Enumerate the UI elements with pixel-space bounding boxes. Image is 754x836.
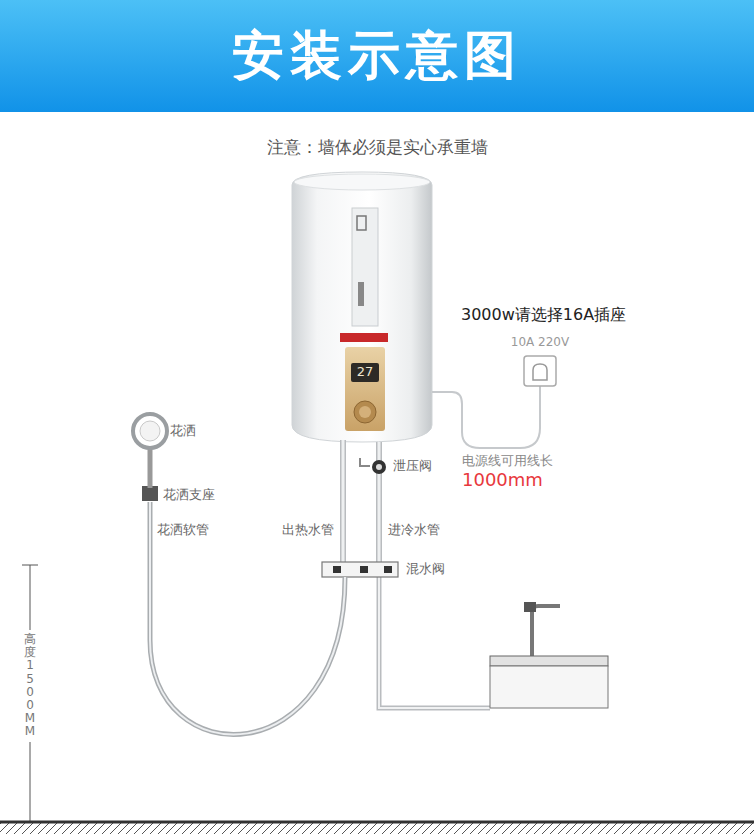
part-label: 泄压阀 xyxy=(393,458,432,474)
wall-socket xyxy=(524,356,556,386)
height-dimension-label: 高度1500MM xyxy=(24,630,36,742)
title: 安装示意图 xyxy=(232,24,522,86)
height-dimension xyxy=(22,565,38,822)
water-heater xyxy=(292,172,432,442)
shower-holder xyxy=(142,486,158,501)
mixing-valve xyxy=(322,562,398,577)
display-reading: 27 xyxy=(357,364,374,380)
cord-length-value: 1000mm xyxy=(462,469,543,491)
part-label: 出热水管 xyxy=(282,522,334,538)
sink xyxy=(490,602,608,708)
note-text: 注意：墙体必须是实心承重墙 xyxy=(267,137,488,157)
shower xyxy=(133,414,345,734)
shower-head xyxy=(133,414,167,448)
cord-length-label: 电源线可用线长 xyxy=(462,453,553,469)
part-label: 花洒支座 xyxy=(163,487,215,503)
socket-note: 3000w请选择16A插座 xyxy=(461,305,626,324)
part-label: 花洒软管 xyxy=(157,522,209,538)
part-label: 花洒 xyxy=(170,423,196,439)
socket-rating: 10A 220V xyxy=(511,335,569,349)
pressure-valve xyxy=(372,460,386,474)
floor xyxy=(0,822,754,834)
part-label: 进冷水管 xyxy=(388,522,440,538)
part-label: 混水阀 xyxy=(406,561,445,577)
title-band xyxy=(0,0,754,112)
power-cord xyxy=(432,356,556,448)
